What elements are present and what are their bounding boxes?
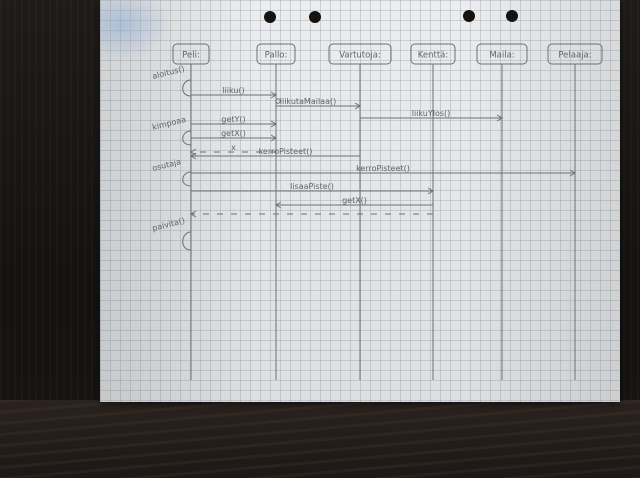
- binder-hole-2: [309, 11, 321, 23]
- arrowhead-2: [496, 114, 503, 122]
- phase-bracket-1: [182, 130, 192, 146]
- message-label-4: getX(): [221, 129, 246, 138]
- object-label-maila: Maila:: [489, 51, 514, 61]
- binder-hole-1: [264, 11, 276, 23]
- message-label-8: lisaaPiste(): [290, 182, 334, 191]
- light-glare: [100, 0, 170, 60]
- sequence-diagram-sketch: Peli: Pallo: Vartutoja: Kenttä: Maila: Pelaaj…: [151, 43, 603, 380]
- desk-wood-edge: [0, 400, 640, 478]
- phase-note-0: aloitus(): [151, 64, 185, 81]
- object-label-peli: Peli:: [182, 51, 200, 61]
- message-label-5: x: [231, 143, 236, 152]
- message-label-9: getX(): [342, 196, 367, 205]
- phase-note-3: paivita(): [151, 216, 186, 233]
- arrowhead-9: [275, 201, 282, 209]
- arrowhead-1: [354, 102, 361, 110]
- message-label-2: liikuYlos(): [412, 109, 451, 118]
- phase-bracket-3: [182, 231, 192, 251]
- object-label-kentta: Kenttä:: [418, 51, 449, 61]
- phase-note-2: osutaja: [151, 157, 182, 173]
- arrowhead-0: [270, 91, 277, 99]
- message-label-6: kerroPisteet(): [259, 147, 313, 156]
- activation-mark: [275, 98, 281, 104]
- binder-hole-4: [506, 10, 518, 22]
- object-label-pallo: Pallo:: [265, 51, 288, 61]
- phase-bracket-2: [182, 171, 192, 187]
- phase-note-1: kimpoaa: [151, 115, 187, 132]
- binder-hole-3: [463, 10, 475, 22]
- message-label-0: liiku(): [222, 86, 244, 95]
- graph-paper-sheet: Peli: Pallo: Vartutoja: Kenttä: Maila: Pelaaj…: [100, 0, 620, 402]
- message-label-3: getY(): [221, 115, 245, 124]
- arrowhead-6: [190, 152, 197, 160]
- arrowhead-7: [569, 169, 576, 177]
- message-label-7: kerroPisteet(): [356, 164, 410, 173]
- arrowhead-4: [270, 134, 277, 142]
- arrowhead-3: [270, 120, 277, 128]
- arrowhead-10: [190, 210, 197, 218]
- arrowhead-8: [427, 187, 434, 195]
- object-label-vartija: Vartutoja:: [339, 51, 381, 61]
- phase-bracket-0: [182, 79, 192, 97]
- object-label-pelaaja: Pelaaja:: [558, 51, 591, 61]
- message-label-1: liikutaMailaa(): [280, 97, 336, 106]
